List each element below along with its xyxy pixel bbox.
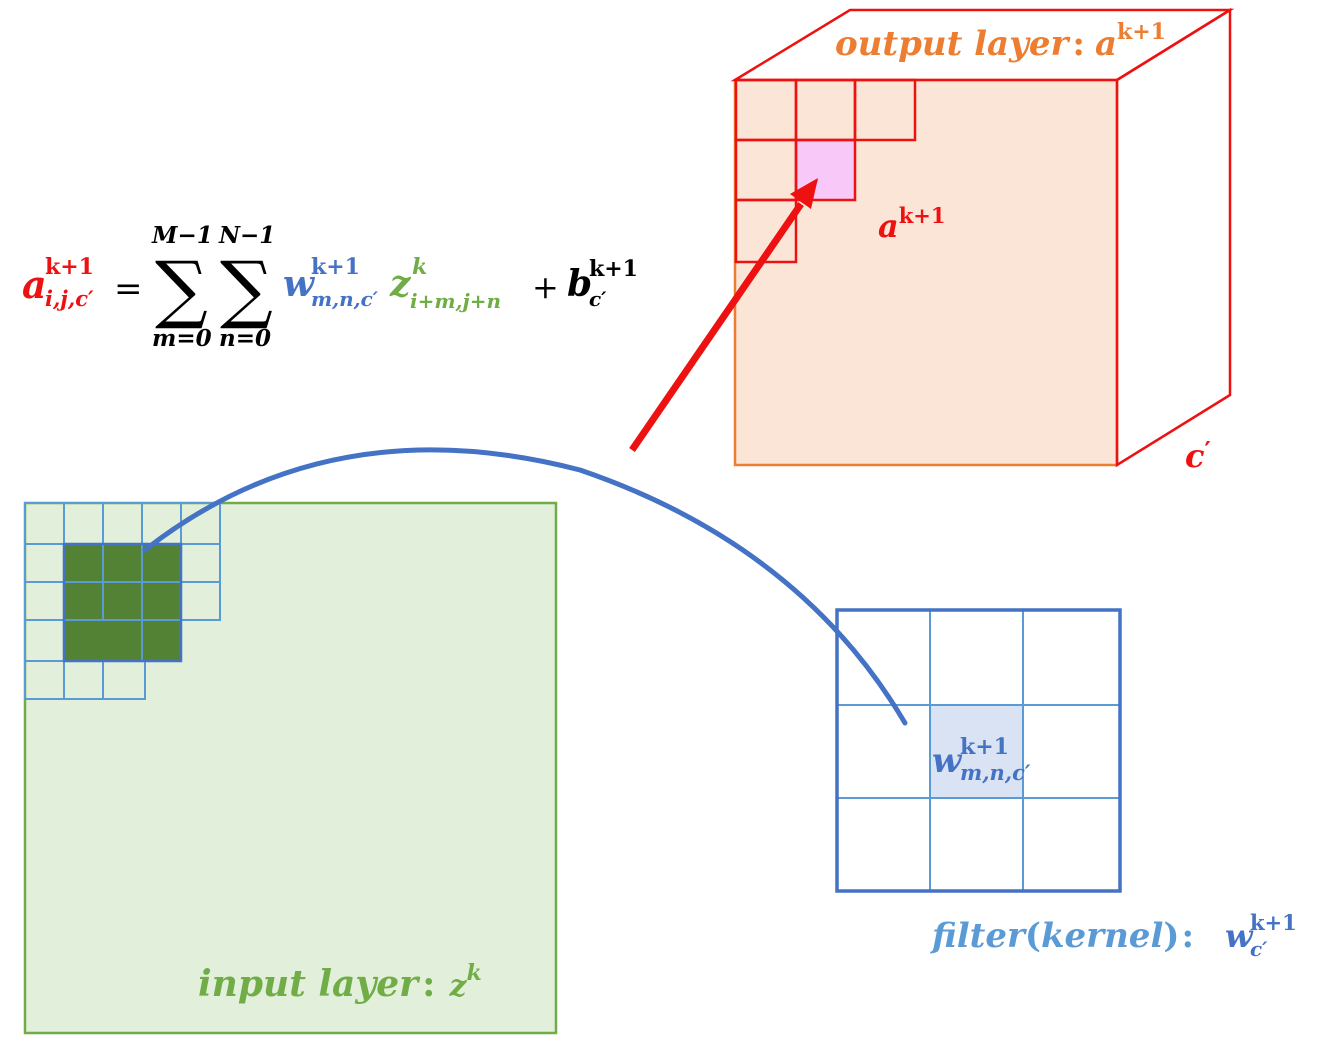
- output-cell-label: ak+1: [878, 203, 946, 245]
- output-layer-label: output layer:ak+1: [835, 19, 1166, 64]
- formula-weight-sup: k+1: [311, 254, 360, 280]
- formula-sum2-symbol: ∑: [220, 246, 273, 332]
- output-layer-side-face: [1115, 7, 1232, 468]
- formula-bias-sup: k+1: [589, 256, 638, 282]
- formula-lhs-sup: k+1: [45, 254, 94, 280]
- formula-weight-sub: m,n,c′: [311, 287, 379, 311]
- filter-weight-sup: k+1: [1250, 910, 1297, 935]
- filter-grid: [837, 610, 1120, 890]
- filter-cell-label-base: w: [932, 741, 963, 781]
- formula-input-sup: k: [412, 254, 427, 280]
- filter-cell-label-sup: k+1: [960, 734, 1009, 760]
- formula-weight-base: w: [283, 263, 316, 305]
- output-layer-front-face: [733, 78, 1119, 467]
- filter-box: [835, 608, 1122, 893]
- formula-input-base: z: [389, 263, 412, 305]
- channel-label: c′: [1185, 436, 1211, 475]
- filter-weight-base: w: [1225, 917, 1254, 955]
- convolution-formula: a k+1 i,j,c′ = M−1 ∑ m=0 N−1 ∑ n=0 w k+1…: [22, 222, 638, 352]
- formula-lhs-base: a: [22, 262, 47, 307]
- formula-input-sub: i+m,j+n: [410, 289, 501, 313]
- filter-weight-sub: c′: [1250, 937, 1268, 961]
- input-receptive-field: [64, 544, 181, 661]
- filter-outline: [835, 608, 1122, 893]
- formula-sum1-lower: m=0: [152, 325, 212, 352]
- input-layer-label: input layer:zk: [198, 960, 482, 1005]
- formula-sum2-lower: n=0: [219, 325, 271, 352]
- formula-equals: =: [114, 269, 143, 309]
- filter-cell-label-sub: m,n,c′: [960, 760, 1031, 785]
- filter-highlight-cell: [930, 705, 1023, 798]
- output-grid: [734, 78, 917, 264]
- filter-label: filter(kernel):: [929, 916, 1194, 956]
- red-arrow: [629, 178, 818, 452]
- input-to-filter-curve: [142, 447, 908, 726]
- formula-plus: +: [532, 268, 559, 306]
- input-layer-box: [23, 501, 558, 1035]
- formula-lhs-sub: i,j,c′: [45, 286, 94, 311]
- output-layer-box: [730, 7, 1235, 468]
- formula-sum1-symbol: ∑: [155, 246, 208, 332]
- formula-sum1-upper: M−1: [151, 222, 213, 249]
- input-receptive-field-border: [62, 542, 183, 663]
- formula-bias-base: b: [567, 263, 592, 305]
- formula-bias-sub: c′: [589, 287, 607, 311]
- formula-sum2-upper: N−1: [218, 222, 275, 249]
